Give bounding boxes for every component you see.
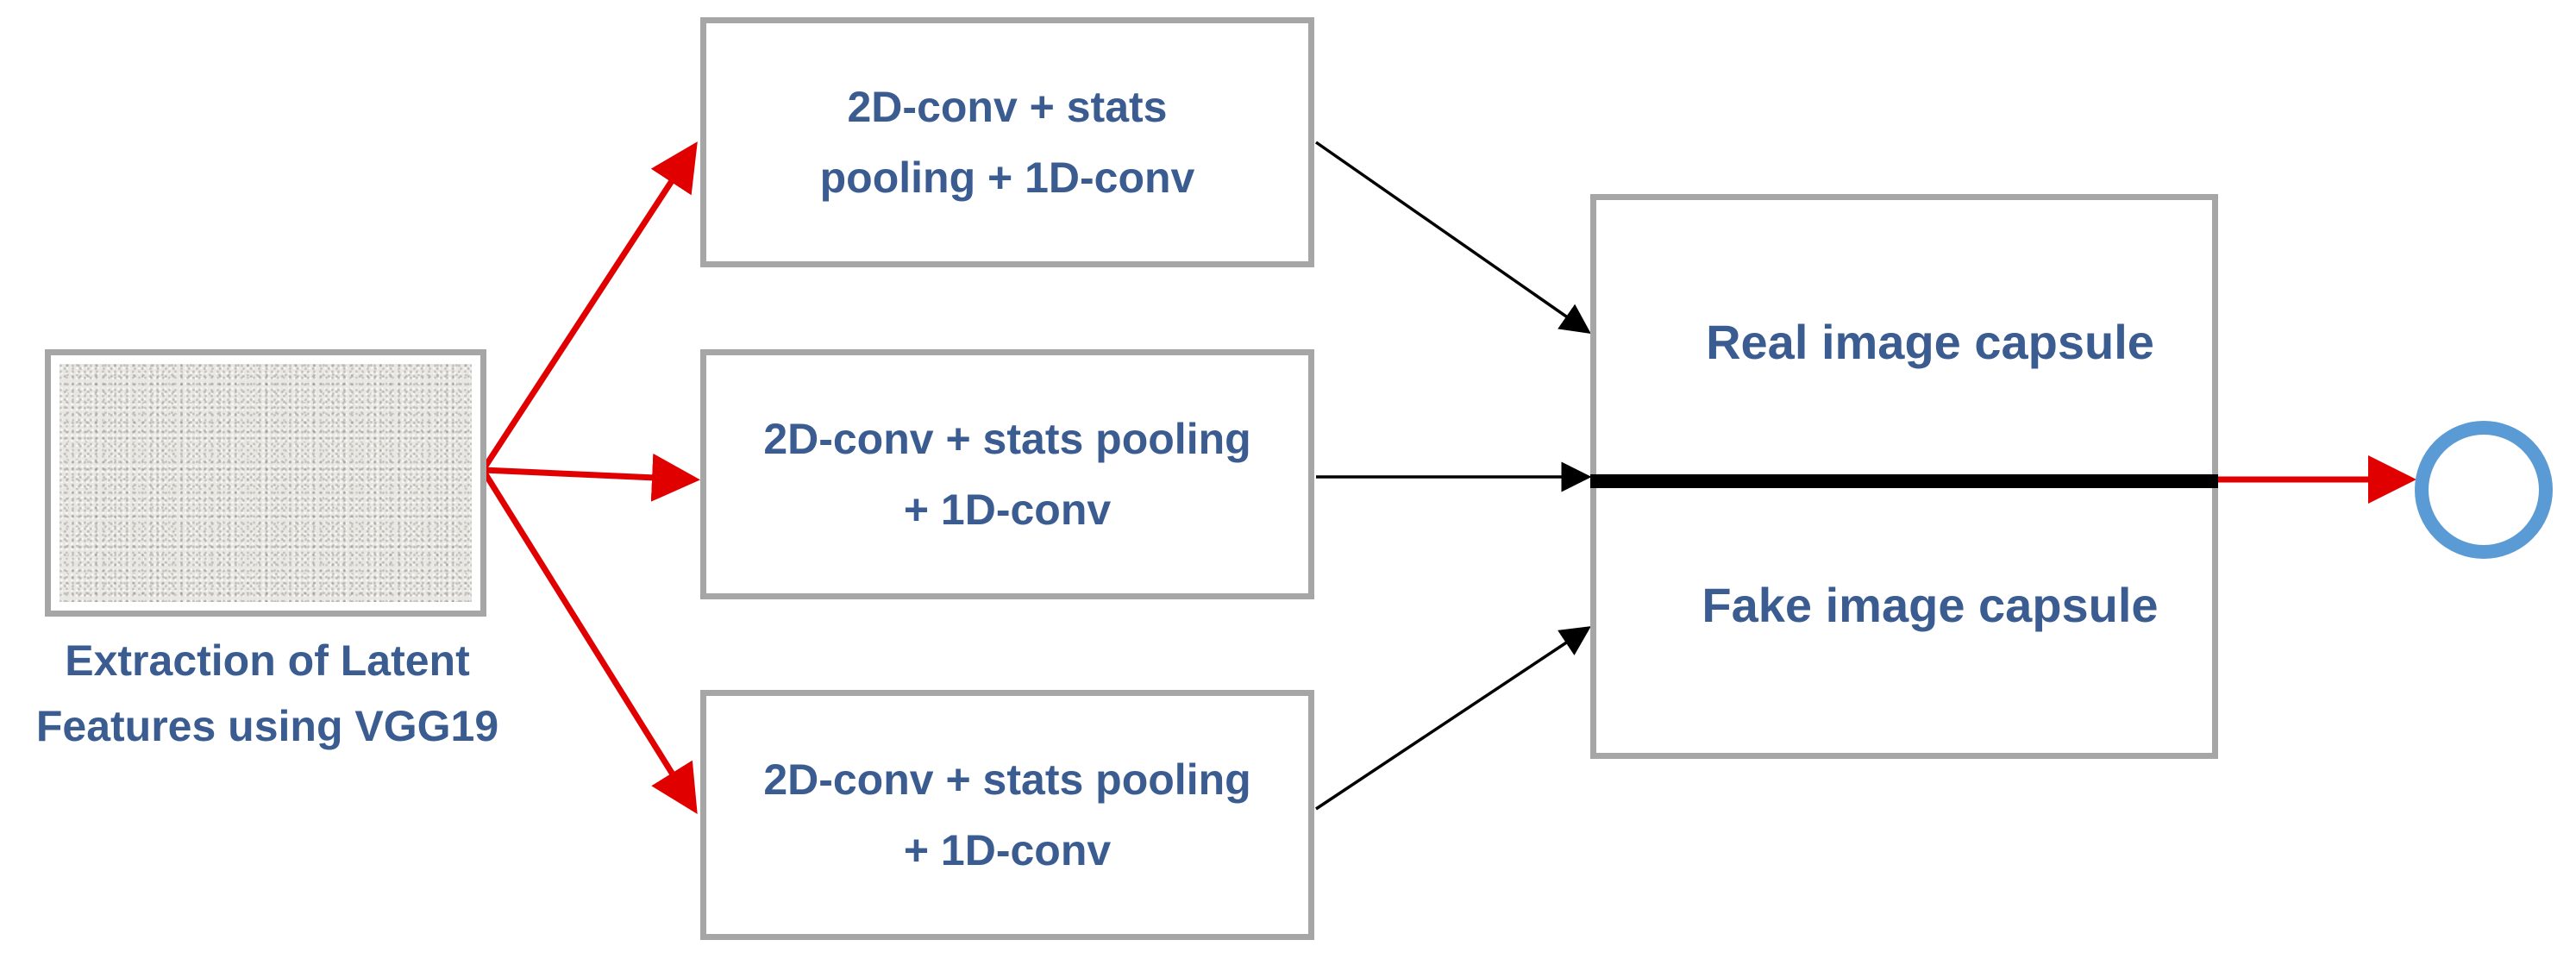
capsule-divider — [1590, 474, 2218, 488]
arrow-input-to-branch-1 — [480, 141, 698, 472]
input-feature-map — [45, 349, 486, 617]
input-caption: Extraction of Latent Features using VGG1… — [35, 636, 499, 750]
branch-box-1: 2D-conv + stats pooling + 1D-conv — [700, 17, 1314, 267]
branch-label-2: 2D-conv + stats pooling + 1D-conv — [763, 415, 1251, 534]
arrow-branch-1-to-capsules — [1315, 141, 1591, 334]
arrow-branch-3-to-capsules — [1315, 626, 1591, 811]
real-capsule-label: Real image capsule — [1706, 315, 2154, 369]
feature-map-noise-image — [60, 364, 472, 602]
output-node-circle — [2415, 421, 2553, 559]
fake-capsule-label: Fake image capsule — [1702, 578, 2159, 632]
branch-box-2: 2D-conv + stats pooling + 1D-conv — [700, 349, 1314, 599]
arrow-input-to-branch-2 — [482, 453, 700, 502]
branch-box-3: 2D-conv + stats pooling + 1D-conv — [700, 690, 1314, 940]
capsule-box: Real image capsule Fake image capsule — [1590, 194, 2218, 759]
branch-label-3: 2D-conv + stats pooling + 1D-conv — [763, 755, 1251, 874]
branch-label-1: 2D-conv + stats pooling + 1D-conv — [819, 83, 1195, 202]
arrow-input-to-branch-3 — [480, 468, 698, 814]
